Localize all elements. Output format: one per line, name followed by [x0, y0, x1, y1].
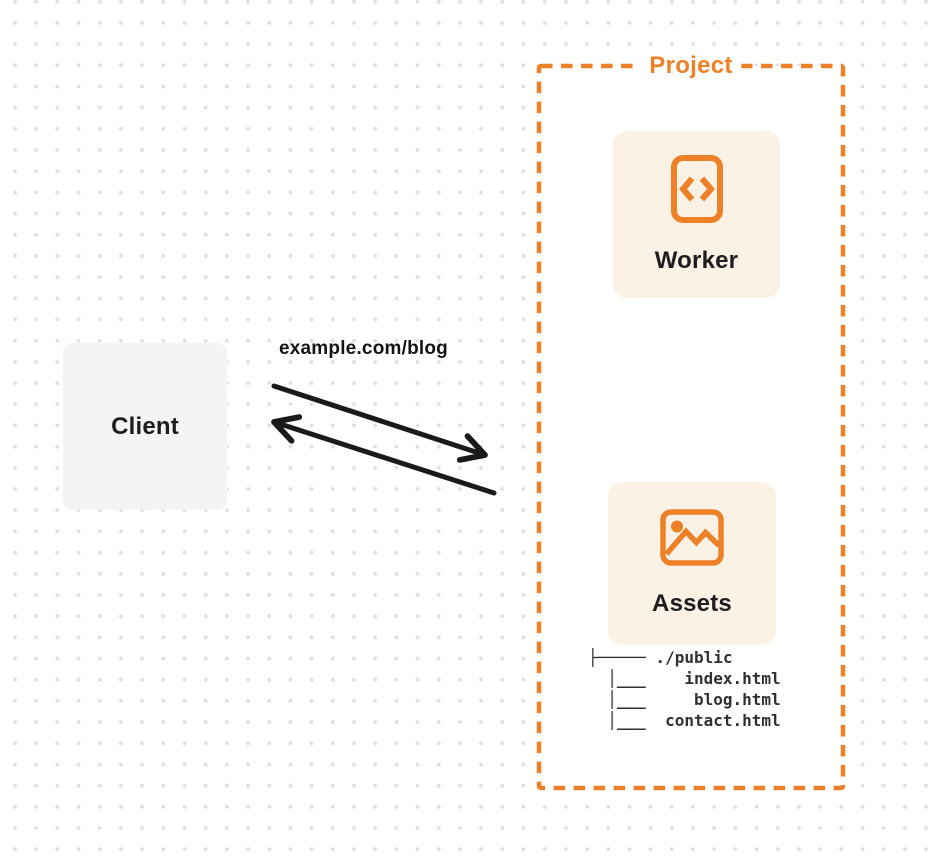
response-arrow — [271, 414, 497, 496]
client-node: Client — [63, 343, 227, 510]
client-label: Client — [111, 412, 179, 440]
file-tree-file: │___ contact.html — [588, 711, 781, 730]
request-url-label: example.com/blog — [279, 338, 448, 359]
file-tree-file: │___ index.html — [588, 669, 781, 688]
worker-card: Worker — [613, 131, 780, 298]
worker-label: Worker — [654, 246, 739, 274]
image-icon — [660, 509, 724, 566]
assets-file-tree: ├───── ./public │___ index.html │___ blo… — [588, 647, 781, 731]
file-tree-root: ├───── ./public — [588, 648, 733, 667]
project-container: Project Worker Assets ├───── ./public │_… — [536, 51, 846, 791]
file-tree-file: │___ blog.html — [588, 690, 781, 709]
code-file-icon — [670, 154, 723, 223]
assets-card: Assets — [608, 482, 776, 645]
request-arrow — [271, 383, 488, 463]
project-title: Project — [640, 51, 742, 81]
assets-label: Assets — [652, 590, 732, 617]
